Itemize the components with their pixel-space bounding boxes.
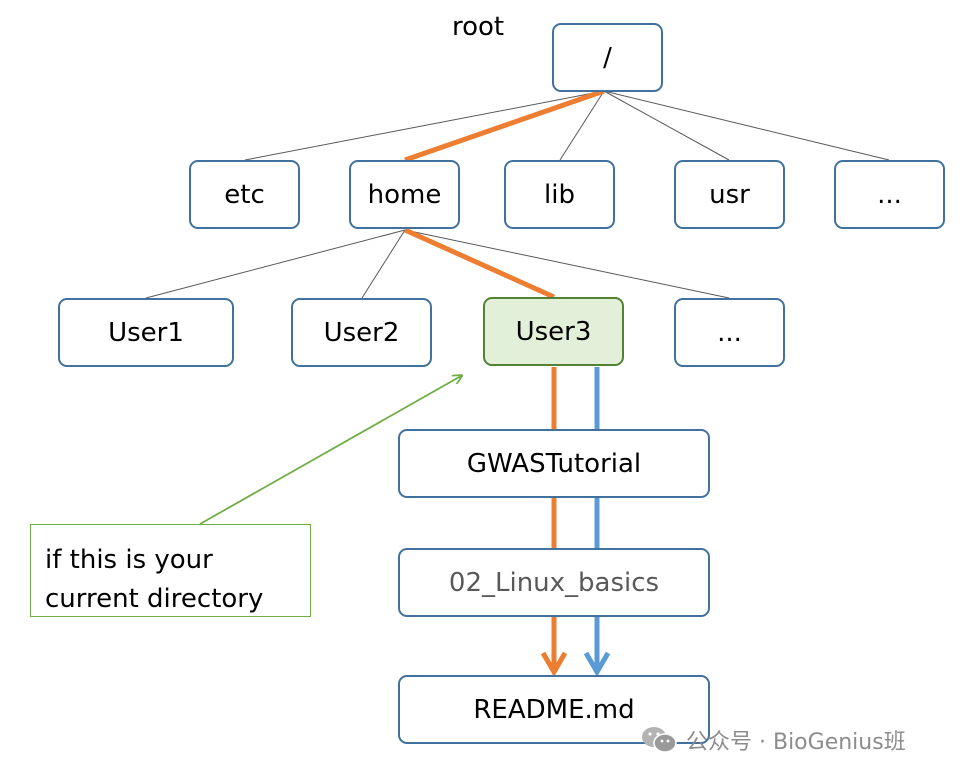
callout-pointer (199, 376, 461, 525)
root-label: root (452, 12, 505, 42)
edge-home-more (404, 229, 730, 299)
watermark: 公众号 · BioGenius班 (640, 720, 906, 760)
node-gwastutorial: GWASTutorial (398, 429, 710, 498)
node-user2: User2 (291, 298, 432, 367)
watermark-text: 公众号 · BioGenius班 (686, 730, 906, 755)
node-user1: User1 (58, 298, 234, 367)
abs-path-home-user3 (403, 227, 556, 300)
node-root-more: ... (834, 160, 945, 229)
rel-path-arrowhead (583, 651, 611, 677)
node-home-more: ... (674, 298, 785, 367)
node-usr: usr (674, 160, 785, 229)
abs-path-arrowhead (540, 651, 568, 677)
edge-root-usr (603, 90, 730, 161)
abs-path-root-home (404, 88, 605, 163)
current-directory-callout: if this is your current directory (30, 524, 311, 617)
node-linux-basics: 02_Linux_basics (398, 548, 710, 617)
node-lib: lib (504, 160, 615, 229)
edge-home-user1 (145, 229, 406, 299)
node-etc: etc (189, 160, 300, 229)
edge-root-more (603, 90, 890, 161)
edge-root-lib (559, 90, 605, 161)
edge-home-user2 (361, 229, 406, 299)
callout-line-1: if this is your (45, 545, 213, 575)
edge-root-etc (244, 90, 605, 161)
wechat-icon (642, 727, 677, 753)
node-root: / (552, 23, 663, 92)
node-user3-current: User3 (483, 297, 624, 366)
node-home: home (349, 160, 460, 229)
callout-line-2: current directory (45, 584, 264, 614)
